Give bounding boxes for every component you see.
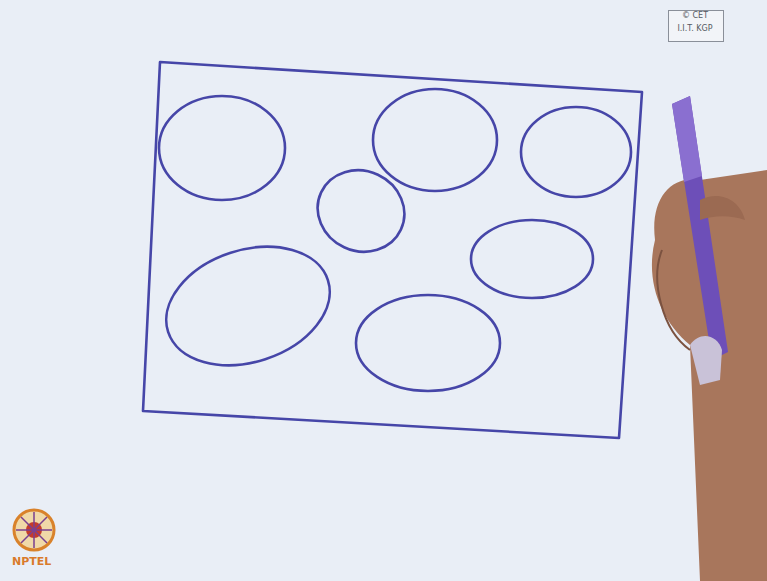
logo-text: NPTEL bbox=[12, 556, 51, 567]
watermark-text: I.I.T. KGP bbox=[677, 25, 712, 33]
nptel-logo bbox=[14, 510, 54, 550]
oval-shape bbox=[159, 96, 285, 200]
oval-shape bbox=[373, 89, 497, 191]
watermark-text: © CET bbox=[682, 12, 708, 20]
oval-shape bbox=[356, 295, 500, 391]
hand-with-marker bbox=[652, 96, 767, 581]
oval-shape bbox=[521, 107, 631, 197]
oval-shape bbox=[151, 227, 345, 385]
ink-sketch bbox=[143, 62, 642, 438]
oval-shape bbox=[304, 156, 418, 266]
oval-shape bbox=[471, 220, 593, 298]
outer-rectangle bbox=[143, 62, 642, 438]
